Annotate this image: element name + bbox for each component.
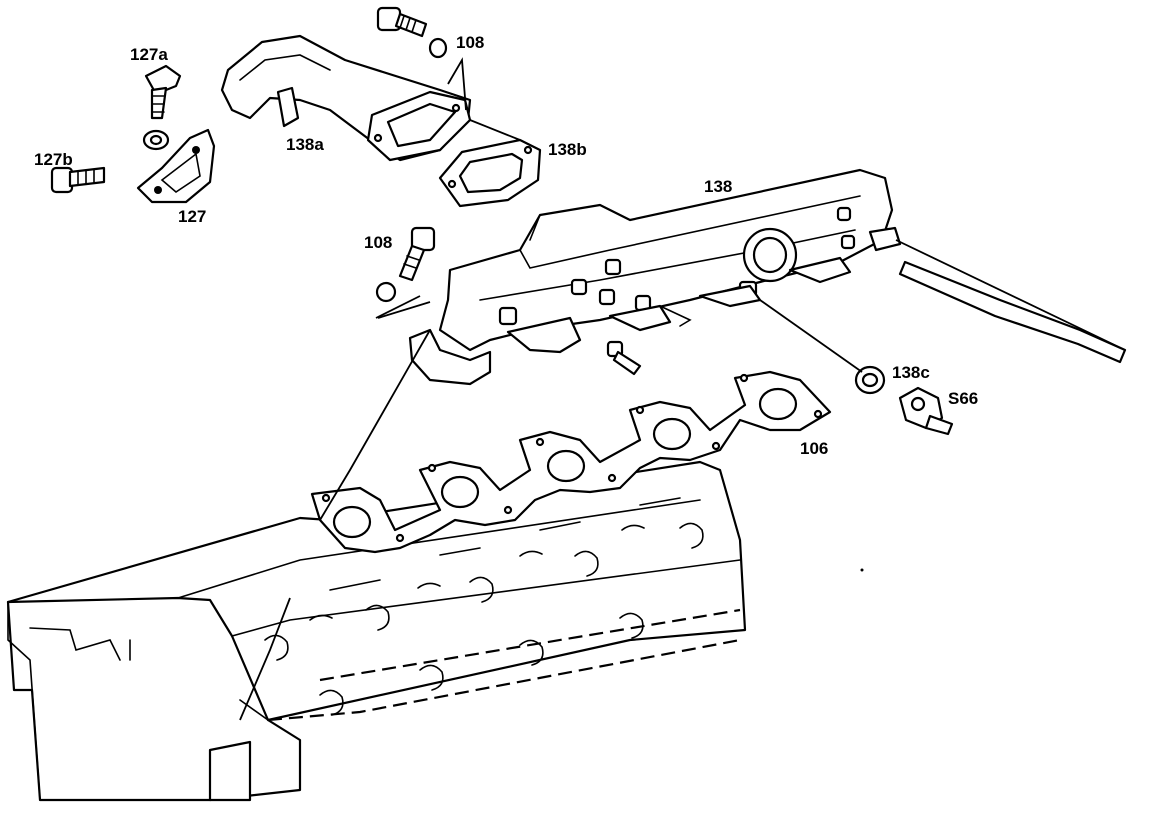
label-138a: 138a [286, 135, 324, 154]
seal-ring-138c [854, 365, 886, 395]
label-108-mid: 108 [364, 233, 392, 252]
label-138: 138 [704, 177, 732, 196]
label-127b: 127b [34, 150, 73, 169]
stud-bolt [606, 340, 642, 376]
label-127: 127 [178, 207, 206, 226]
temperature-sensor-s66 [898, 386, 954, 436]
manifold-gasket-106 [310, 370, 832, 554]
bracket-127 [136, 128, 216, 204]
bolt-108-mid [375, 226, 436, 303]
speck [860, 568, 864, 572]
bolt-127b [50, 166, 106, 194]
upper-exhaust-pipe-138a [220, 34, 472, 162]
cylinder-head [6, 460, 747, 802]
bolt-108-top [376, 6, 448, 59]
label-108-top: 108 [456, 33, 484, 52]
flange-gasket-138b [438, 138, 542, 208]
leader-lines [239, 57, 1126, 721]
label-138b: 138b [548, 140, 587, 159]
label-106: 106 [800, 439, 828, 458]
bolt-127a [142, 64, 182, 151]
exhaust-manifold-138 [408, 168, 902, 386]
part-labels: 127a 127b 127 108 138a 138b 138 108 138c… [34, 33, 978, 458]
label-138c: 138c [892, 363, 930, 382]
label-127a: 127a [130, 45, 168, 64]
vacuum-hose [898, 260, 1127, 364]
label-s66: S66 [948, 389, 978, 408]
